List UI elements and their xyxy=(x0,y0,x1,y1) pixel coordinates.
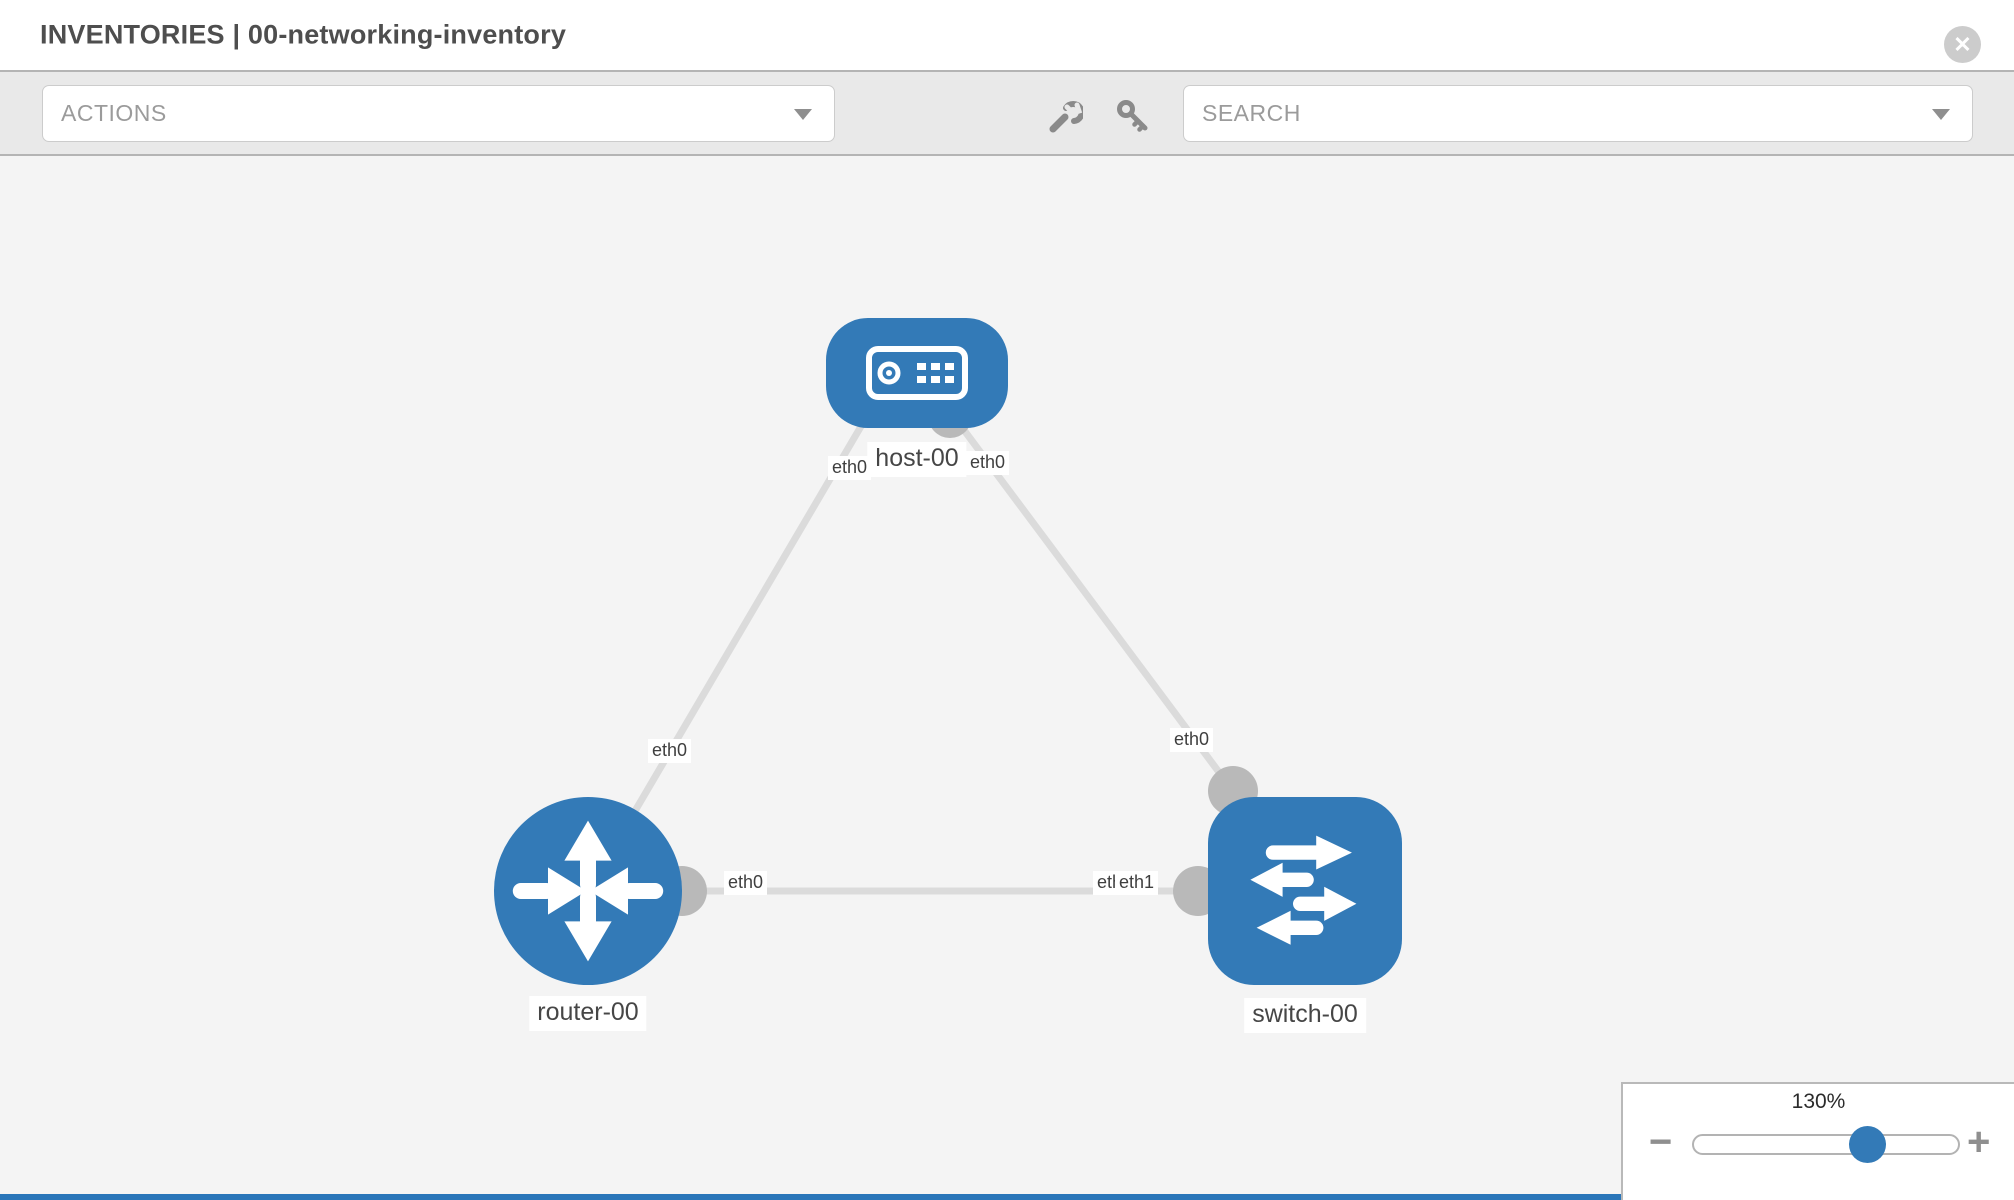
wrench-icon[interactable] xyxy=(1049,99,1085,133)
zoom-control-panel: 130% − + xyxy=(1621,1082,2014,1200)
node-label-router: router-00 xyxy=(529,996,647,1031)
chevron-down-icon xyxy=(794,108,812,120)
host-device-icon xyxy=(866,346,968,400)
header: INVENTORIES | 00-networking-inventory ✕ xyxy=(0,0,2014,70)
node-label-switch: switch-00 xyxy=(1244,998,1366,1033)
router-icon xyxy=(512,820,664,962)
switch-icon xyxy=(1250,835,1357,945)
zoom-in-button[interactable]: + xyxy=(1967,1120,1991,1164)
if-label-switch-eth1: eth1 xyxy=(1115,871,1159,895)
zoom-out-button[interactable]: − xyxy=(1649,1120,1673,1164)
footer-accent-bar xyxy=(0,1194,1621,1200)
if-label-router-eth0-uplink: eth0 xyxy=(648,739,692,763)
actions-dropdown-label: ACTIONS xyxy=(61,100,167,126)
close-icon[interactable]: ✕ xyxy=(1944,26,1981,63)
if-label-switch-eth0: eth0 xyxy=(1170,728,1214,752)
zoom-slider-thumb[interactable] xyxy=(1849,1126,1886,1163)
node-switch-00[interactable] xyxy=(1208,797,1402,985)
search-dropdown[interactable]: SEARCH xyxy=(1183,85,1973,142)
if-label-host-eth0-right: eth0 xyxy=(966,451,1010,475)
toolbar: ACTIONS SEARCH xyxy=(0,70,2014,156)
search-dropdown-label: SEARCH xyxy=(1202,100,1301,126)
node-host-00[interactable] xyxy=(826,318,1008,428)
node-label-host: host-00 xyxy=(867,442,967,477)
key-icon[interactable] xyxy=(1116,99,1150,133)
page-title: INVENTORIES | 00-networking-inventory xyxy=(40,19,567,50)
node-router-00[interactable] xyxy=(494,797,682,985)
actions-dropdown[interactable]: ACTIONS xyxy=(42,85,835,142)
chevron-down-icon xyxy=(1932,108,1950,120)
zoom-slider[interactable] xyxy=(1692,1126,1960,1163)
topology-canvas[interactable]: host-00 router-00 switch-00 eth0 eth0 et… xyxy=(0,156,2014,1200)
if-label-router-eth0: eth0 xyxy=(724,871,768,895)
zoom-level-value: 130% xyxy=(1791,1090,1846,1113)
if-label-host-eth0-left: eth0 xyxy=(828,456,872,480)
